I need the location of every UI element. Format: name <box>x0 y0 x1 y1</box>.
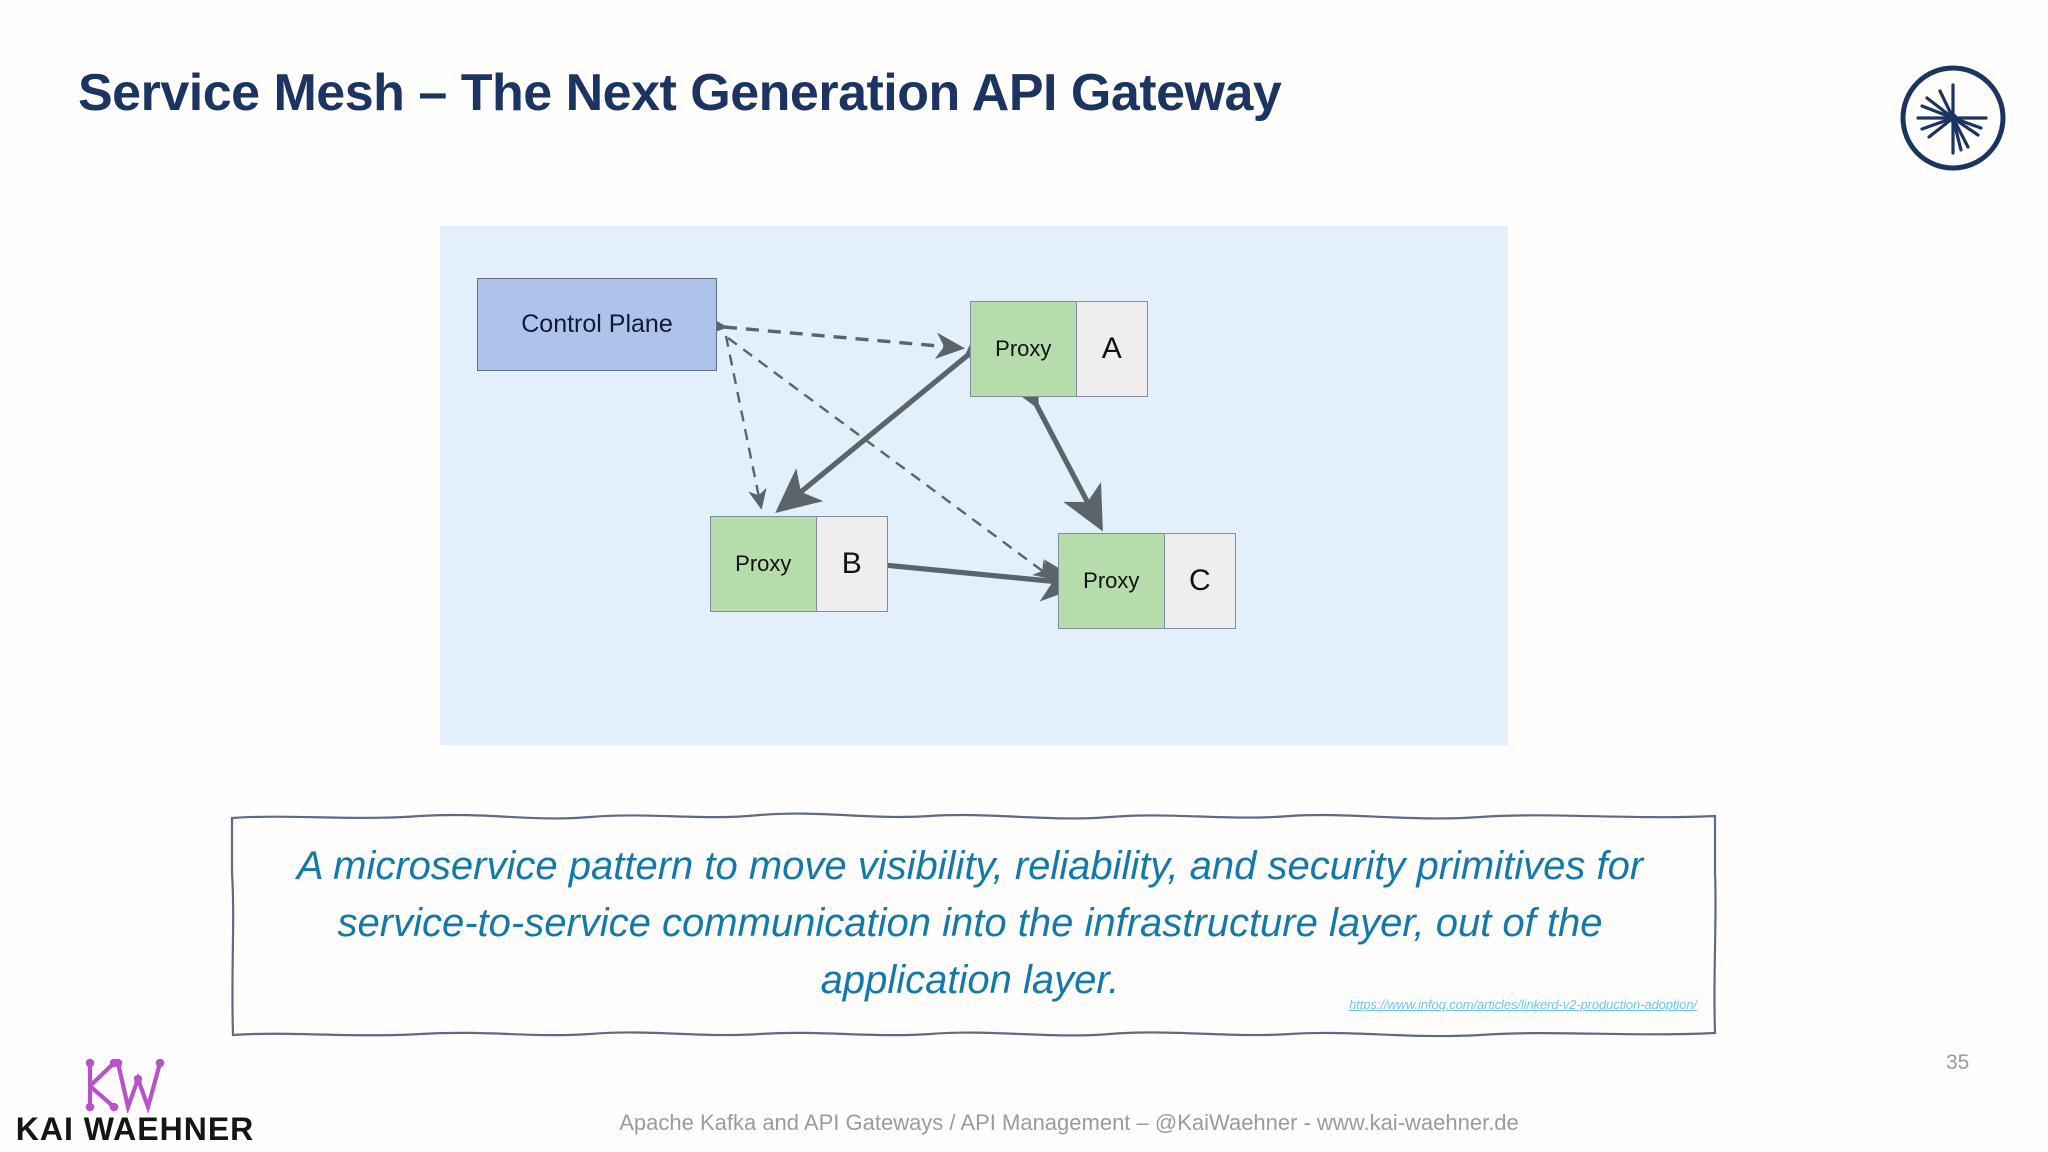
control-plane-node[interactable]: Control Plane <box>477 278 717 371</box>
page-number: 35 <box>1946 1051 1970 1074</box>
quote-text: A microservice pattern to move visibilit… <box>296 844 1644 1002</box>
quote-source-link[interactable]: https://www.infoq.com/articles/linkerd-v… <box>1349 997 1697 1012</box>
confluent-starburst-icon <box>1898 63 2008 173</box>
proxy-a-label: Proxy <box>971 302 1077 396</box>
kw-wordmark: KAI WAEHNER <box>15 1111 255 1147</box>
proxy-b-label: Proxy <box>711 517 817 611</box>
service-c-label: C <box>1164 534 1235 628</box>
service-node-b[interactable]: Proxy B <box>710 516 888 612</box>
edge-proxy-a-proxy-b <box>775 314 1012 513</box>
kw-monogram-icon <box>78 1055 173 1115</box>
service-node-a[interactable]: Proxy A <box>970 301 1148 397</box>
service-mesh-diagram: Control Plane Proxy A Proxy B Proxy C <box>440 226 1508 745</box>
control-plane-label: Control Plane <box>521 310 673 338</box>
page-title: Service Mesh – The Next Generation API G… <box>78 64 1282 122</box>
service-b-label: B <box>816 517 887 611</box>
service-node-c[interactable]: Proxy C <box>1058 533 1236 629</box>
kai-waehner-logo: KAI WAEHNER <box>10 1055 260 1147</box>
edge-proxy-a-proxy-c <box>999 360 1103 532</box>
service-a-label: A <box>1076 302 1147 396</box>
edge-control-plane-proxy-b <box>724 335 767 510</box>
sketchy-border <box>230 812 1717 1038</box>
quote-callout: A microservice pattern to move visibilit… <box>230 812 1717 1038</box>
proxy-c-label: Proxy <box>1059 534 1165 628</box>
footer-text: Apache Kafka and API Gateways / API Mana… <box>619 1110 1519 1135</box>
edge-control-plane-proxy-a <box>697 311 966 359</box>
